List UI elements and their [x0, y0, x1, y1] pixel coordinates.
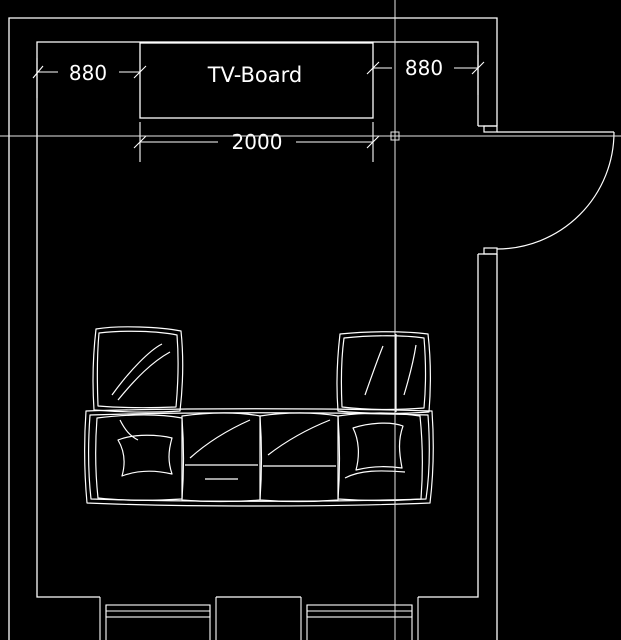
door: [478, 125, 615, 255]
sofa-left-back-cushion: [92, 326, 184, 413]
sofa-pillow-left: [117, 434, 173, 477]
crosshair-pickbox: [390, 131, 400, 141]
dimension-bottom-label: 2000: [232, 130, 283, 154]
dimension-left: [32, 58, 147, 98]
dimension-bottom: [133, 122, 380, 162]
dimension-left-label: 880: [69, 61, 107, 85]
sofa-seat-cushion-3: [259, 412, 341, 503]
sofa-right-back-cushion: [336, 331, 431, 414]
door-swing-arc: [496, 131, 615, 250]
outer-wall: [8, 17, 498, 640]
sofa-seat-cushion-4: [337, 412, 423, 502]
window-left: [99, 597, 217, 640]
dimension-right: [366, 55, 485, 95]
sofa-seat-cushion-2: [181, 412, 263, 503]
dimension-right-label: 880: [405, 56, 443, 80]
tv-board-label: TV-Board: [207, 63, 303, 87]
sofa: [84, 326, 434, 507]
sofa-base: [84, 408, 434, 507]
sofa-pillow-right: [352, 422, 404, 471]
tv-board: [139, 42, 374, 119]
